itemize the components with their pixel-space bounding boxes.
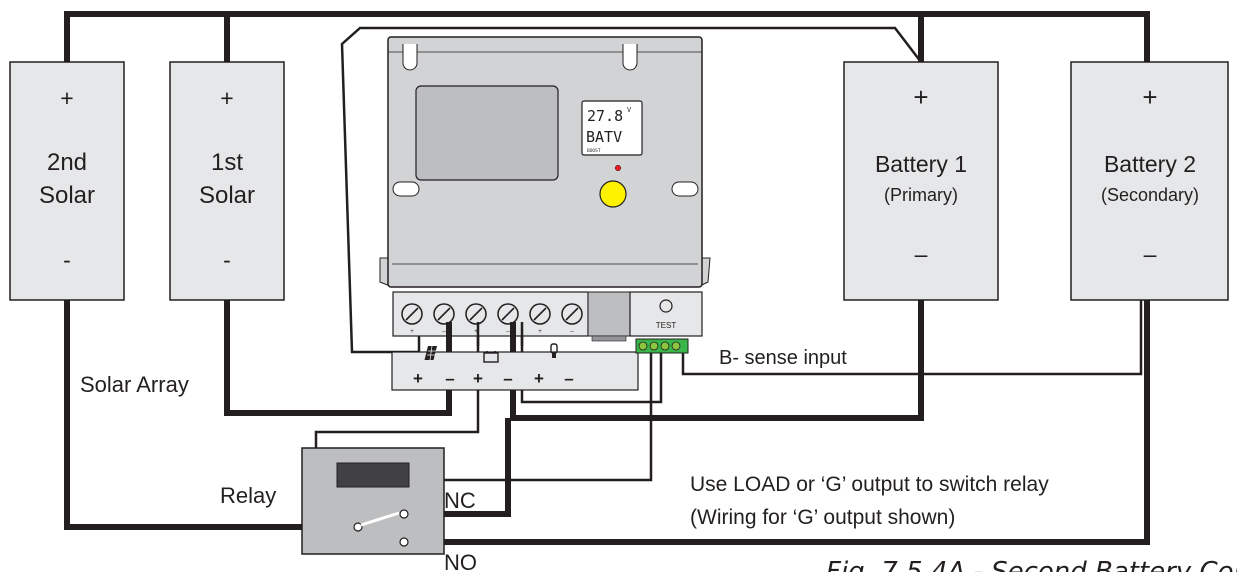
heavy-wires — [64, 11, 1150, 545]
lcd-unit: V — [627, 106, 632, 114]
connector-screws — [638, 341, 681, 351]
terminal-spacer — [587, 291, 631, 337]
wire-battery2-minus — [404, 300, 1150, 545]
relay — [301, 447, 445, 555]
wire-battery-plus-sense — [340, 26, 922, 354]
terminal-mark: + — [410, 329, 414, 335]
battery1-name-line2: (Primary) — [884, 185, 958, 205]
battery-minus-label: – — [503, 369, 512, 388]
yellow-button[interactable] — [599, 180, 627, 208]
relay-coil — [336, 462, 410, 488]
mount-slot-right — [671, 181, 699, 197]
solar-plus-label: + — [413, 369, 423, 388]
terminal-marks: + – + – + – — [410, 329, 574, 335]
wire-solar2-minus — [64, 300, 358, 530]
nc-label: NC — [444, 488, 476, 513]
solar1-plus: + — [220, 85, 233, 111]
spacer-slot — [591, 335, 627, 342]
mount-slot-top-left — [402, 44, 418, 71]
terminal-screw-slots — [405, 307, 579, 321]
battery2-name-line2: (Secondary) — [1101, 185, 1199, 205]
battery1-minus: – — [915, 241, 928, 267]
lcd-line2: BATV — [586, 128, 622, 146]
solar2-plus: + — [60, 85, 73, 111]
relay-label: Relay — [220, 483, 276, 508]
solar2-name-line1: 2nd — [47, 149, 87, 176]
sense-input-label: B- sense input — [719, 347, 847, 369]
solar2-minus: - — [63, 247, 71, 273]
no-label: NO — [444, 550, 477, 572]
terminal-mark: – — [506, 329, 510, 335]
test-panel — [629, 291, 703, 337]
relay-nc-contact — [399, 509, 409, 519]
terminal-wire-stubs — [417, 322, 524, 352]
lcd-display — [581, 100, 643, 156]
status-led — [614, 164, 622, 172]
load-plus-label: + — [534, 369, 544, 388]
test-label: TEST — [656, 321, 677, 330]
solar-panel-icon — [424, 345, 437, 361]
terminal-mark: – — [442, 329, 446, 335]
mount-slot-top-right — [622, 44, 638, 71]
charge-controller: 27.8 V BATV BOOST + – + — [379, 36, 711, 391]
battery2-plus: + — [1142, 82, 1157, 112]
solar1-name-line2: Solar — [199, 182, 255, 209]
solar1-name-line1: 1st — [211, 149, 243, 176]
battery-plus-label: + — [473, 369, 483, 388]
battery-2: + Battery 2 (Secondary) – — [1070, 61, 1229, 301]
solar1-minus: - — [223, 247, 231, 273]
relay-switch-arm — [360, 511, 400, 527]
relay-no-contact — [399, 537, 409, 547]
figure-caption: Fig. 7.5.4A - Second Battery Cont — [826, 557, 1237, 572]
wire-top-bus — [64, 11, 1150, 62]
solar-array-label: Solar Array — [80, 372, 189, 397]
battery-1: + Battery 1 (Primary) – — [843, 61, 999, 301]
mount-slot-left — [392, 181, 420, 197]
battery2-minus: – — [1144, 241, 1157, 267]
controller-base — [391, 351, 639, 391]
terminal-block — [392, 291, 589, 337]
terminal-mark: – — [570, 329, 574, 335]
load-minus-label: – — [564, 369, 573, 388]
solar-panel-2: + 2nd Solar - — [9, 61, 125, 301]
lcd-line1: 27.8 — [587, 107, 623, 125]
battery1-name-line1: Battery 1 — [875, 151, 967, 177]
battery-icon — [483, 351, 499, 363]
lcd-mode: BOOST — [587, 148, 601, 154]
test-button[interactable] — [659, 299, 673, 313]
note-line1: Use LOAD or ‘G’ output to switch relay — [690, 473, 1049, 496]
wire-b-sense — [681, 300, 1143, 376]
solar2-name-line2: Solar — [39, 182, 95, 209]
terminal-mark: + — [474, 329, 478, 335]
controller-window — [415, 85, 559, 181]
relay-common-contact — [353, 522, 363, 532]
battery2-name-line1: Battery 2 — [1104, 151, 1196, 177]
solar-panel-1: + 1st Solar - — [169, 61, 285, 301]
battery1-plus: + — [913, 82, 928, 112]
bulb-icon — [550, 343, 558, 358]
terminal-mark: + — [538, 329, 542, 335]
note-line2: (Wiring for ‘G’ output shown) — [690, 506, 955, 529]
solar-minus-label: – — [445, 369, 454, 388]
